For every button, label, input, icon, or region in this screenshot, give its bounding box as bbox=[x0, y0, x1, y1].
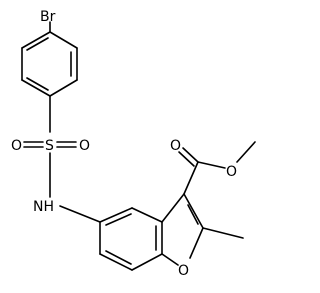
amine-label: NH bbox=[33, 199, 54, 215]
sulfonyl-oxygen-bonds bbox=[23, 141, 77, 148]
benzene-ring bbox=[99, 207, 163, 271]
ester-oxygen-label: O bbox=[226, 164, 237, 180]
molecule-structure: Br S O O NH O O O bbox=[11, 9, 256, 279]
sulfur-label: S bbox=[45, 138, 54, 154]
methyl-bond bbox=[202, 227, 244, 239]
carbonyl-oxygen-label: O bbox=[170, 138, 181, 154]
furan-oxygen-label: O bbox=[178, 263, 189, 279]
bromine-label: Br bbox=[40, 9, 56, 25]
sulfonyl-oxygen-left-label: O bbox=[11, 138, 22, 154]
nitrogen-aryl-bond bbox=[59, 205, 101, 223]
molecule-diagram: Br S O O NH O O O bbox=[11, 9, 256, 279]
ester-group bbox=[178, 141, 256, 195]
sulfonyl-oxygen-right-label: O bbox=[79, 138, 90, 154]
furan-ring bbox=[161, 193, 204, 266]
bromophenyl-ring bbox=[21, 31, 78, 97]
